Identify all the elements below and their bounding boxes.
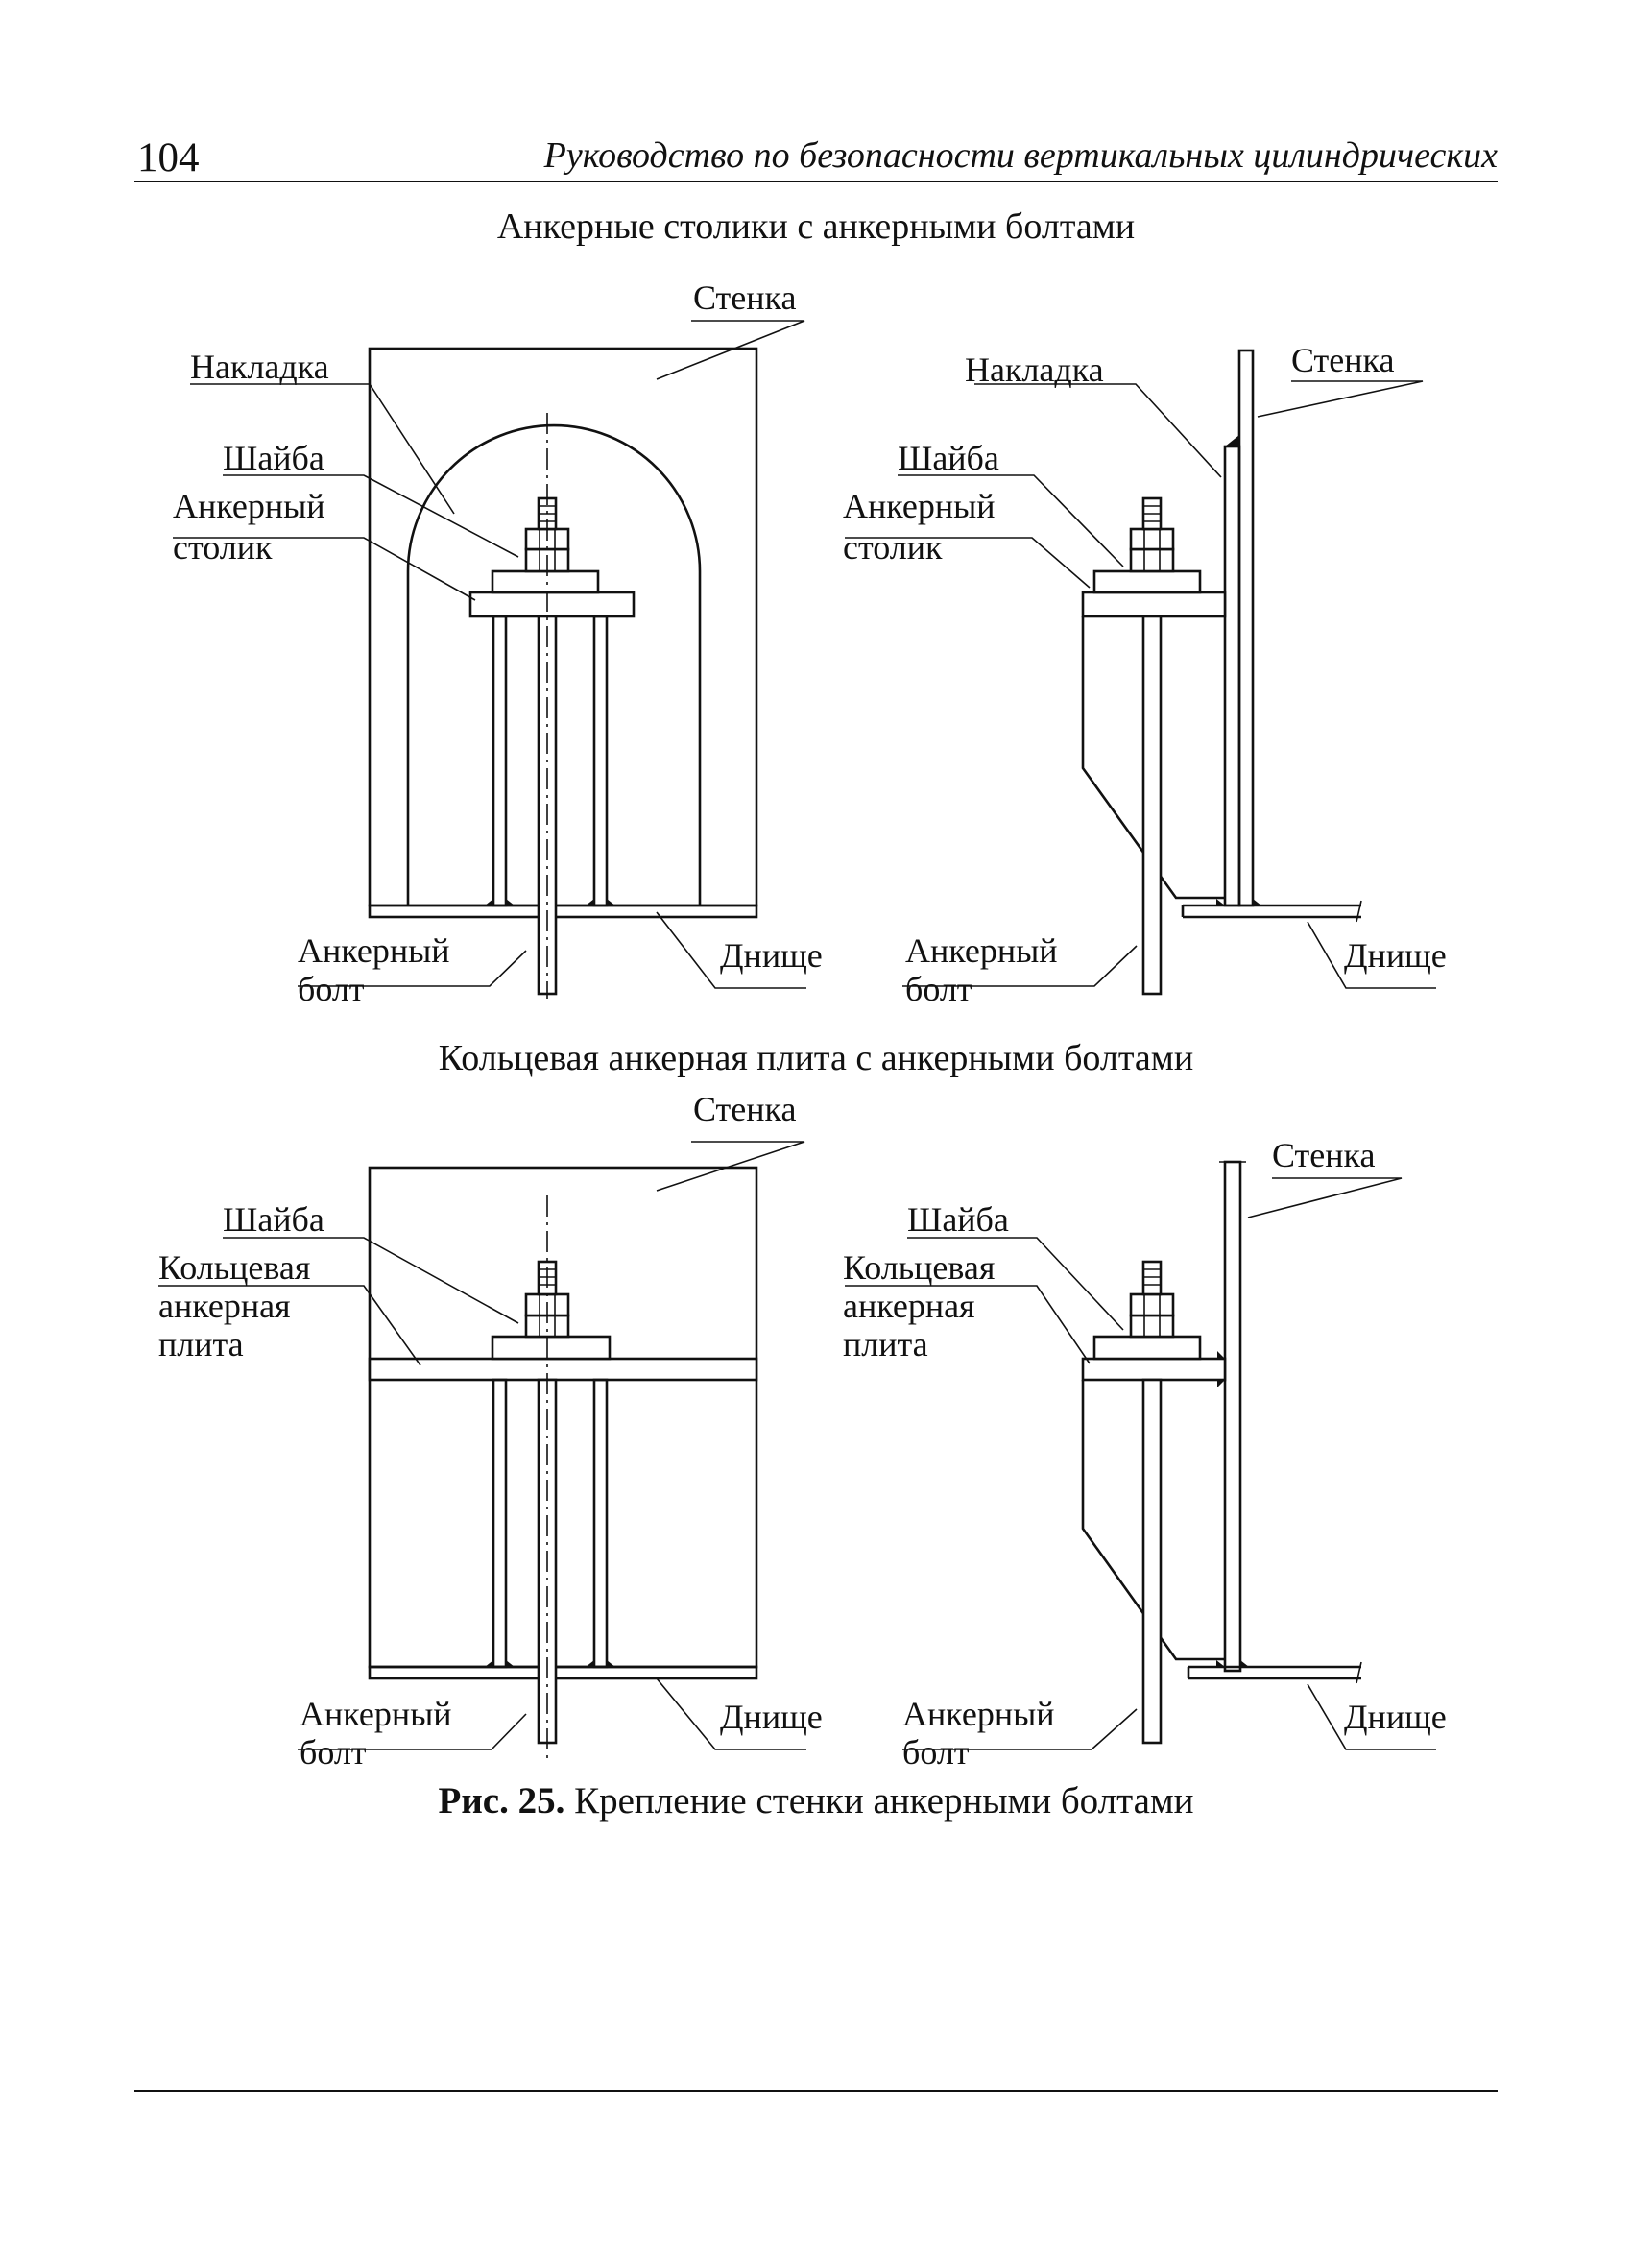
- label-wall-bottom-side: Стенка: [1272, 1136, 1376, 1174]
- figure-top-side-view: [845, 349, 1436, 996]
- wall-section: [1223, 1160, 1242, 1673]
- figure-top-front-view: [173, 320, 806, 999]
- anchor-bolt: [1141, 1378, 1163, 1745]
- washer: [491, 1335, 612, 1361]
- label-anchor-bolt-bottom-front-2: болт: [300, 1733, 367, 1772]
- label-bottom-bottom-side: Днище: [1344, 1698, 1447, 1736]
- label-overlay-top-front: Накладка: [190, 348, 329, 386]
- nut-lower: [1129, 547, 1175, 573]
- label-washer-top-side: Шайба: [898, 439, 999, 477]
- ring-plate: [1081, 1357, 1227, 1382]
- overlay-section: [1223, 445, 1241, 907]
- nut-upper: [1129, 527, 1175, 551]
- label-washer-bottom-side: Шайба: [907, 1200, 1009, 1239]
- label-bottom-top-front: Днище: [720, 936, 823, 975]
- rib-left: [492, 1378, 508, 1669]
- bottom-plate: [1181, 904, 1361, 919]
- figure-bottom-front-view: [158, 1141, 806, 1759]
- label-wall-bottom-front: Стенка: [693, 1090, 797, 1128]
- ring-plate: [368, 1357, 758, 1382]
- stiffener-outline: [1081, 616, 1225, 900]
- label-anchor-bolt-top-side-2: болт: [905, 970, 972, 1008]
- bottom-plate: [368, 904, 758, 919]
- label-anchor-bolt-top-front-1: Анкерный: [298, 931, 450, 970]
- wall-section: [1237, 349, 1255, 907]
- label-anchor-bolt-bottom-side-2: болт: [902, 1733, 970, 1772]
- washer: [491, 569, 600, 594]
- anchor-table-plate: [468, 591, 636, 618]
- bottom-plate: [368, 1665, 758, 1680]
- label-ring-plate-bottom-side-2: анкерная: [843, 1287, 975, 1325]
- label-anchor-bolt-bottom-front-1: Анкерный: [300, 1695, 452, 1733]
- label-bottom-top-side: Днище: [1344, 936, 1447, 975]
- running-title: Руководство по безопасности вертикальных…: [543, 135, 1498, 176]
- label-wall-top-side: Стенка: [1291, 341, 1395, 379]
- header-rule: [134, 181, 1498, 182]
- label-ring-plate-bottom-side-3: плита: [843, 1325, 928, 1363]
- overlay-arch: [406, 423, 702, 905]
- figure-bottom-side-view: [845, 1160, 1436, 1750]
- label-ring-plate-bottom-front-3: плита: [158, 1325, 244, 1363]
- label-anchor-table-top-front-1: Анкерный: [173, 487, 325, 525]
- wall-panel: [368, 1166, 758, 1669]
- label-overlay-top-side: Накладка: [965, 350, 1104, 389]
- figure-caption: Рис. 25. Крепление стенки анкерными болт…: [0, 1779, 1632, 1822]
- rib-left: [492, 615, 508, 907]
- anchor-bolt: [1141, 615, 1163, 996]
- anchor-table-plate: [1081, 591, 1227, 618]
- nut-upper: [1129, 1292, 1175, 1317]
- stiffener-outline: [1081, 1380, 1225, 1661]
- label-anchor-table-top-side-1: Анкерный: [843, 487, 996, 525]
- label-bottom-bottom-front: Днище: [720, 1698, 823, 1736]
- washer: [1092, 1335, 1202, 1361]
- rib-right: [592, 615, 609, 907]
- label-ring-plate-bottom-side-1: Кольцевая: [843, 1248, 996, 1287]
- label-anchor-table-top-side-2: столик: [843, 528, 943, 567]
- label-anchor-bolt-bottom-side-1: Анкерный: [902, 1695, 1055, 1733]
- label-wall-top-front: Стенка: [693, 278, 797, 317]
- page-number: 104: [137, 135, 200, 181]
- bolt-thread: [1141, 1260, 1163, 1296]
- washer: [1092, 569, 1202, 594]
- rib-right: [592, 1378, 609, 1669]
- nut-lower: [1129, 1314, 1175, 1339]
- wall-panel: [368, 347, 758, 907]
- label-washer-bottom-front: Шайба: [223, 1200, 324, 1239]
- bottom-plate: [1187, 1665, 1361, 1680]
- figure-caption-text: Крепление стенки анкерными болтами: [574, 1780, 1194, 1822]
- figure-caption-label: Рис. 25.: [438, 1780, 565, 1822]
- label-ring-plate-bottom-front-2: анкерная: [158, 1287, 291, 1325]
- label-anchor-table-top-front-2: столик: [173, 528, 273, 567]
- label-anchor-bolt-top-side-1: Анкерный: [905, 931, 1058, 970]
- label-ring-plate-bottom-front-1: Кольцевая: [158, 1248, 311, 1287]
- section-heading-anchor-tables: Анкерные столики с анкерными болтами: [496, 206, 1136, 247]
- label-washer-top-front: Шайба: [223, 439, 324, 477]
- section-heading-ring-plate: Кольцевая анкерная плита с анкерными бол…: [438, 1038, 1194, 1078]
- footer-rule: [134, 2090, 1498, 2092]
- label-anchor-bolt-top-front-2: болт: [298, 970, 365, 1008]
